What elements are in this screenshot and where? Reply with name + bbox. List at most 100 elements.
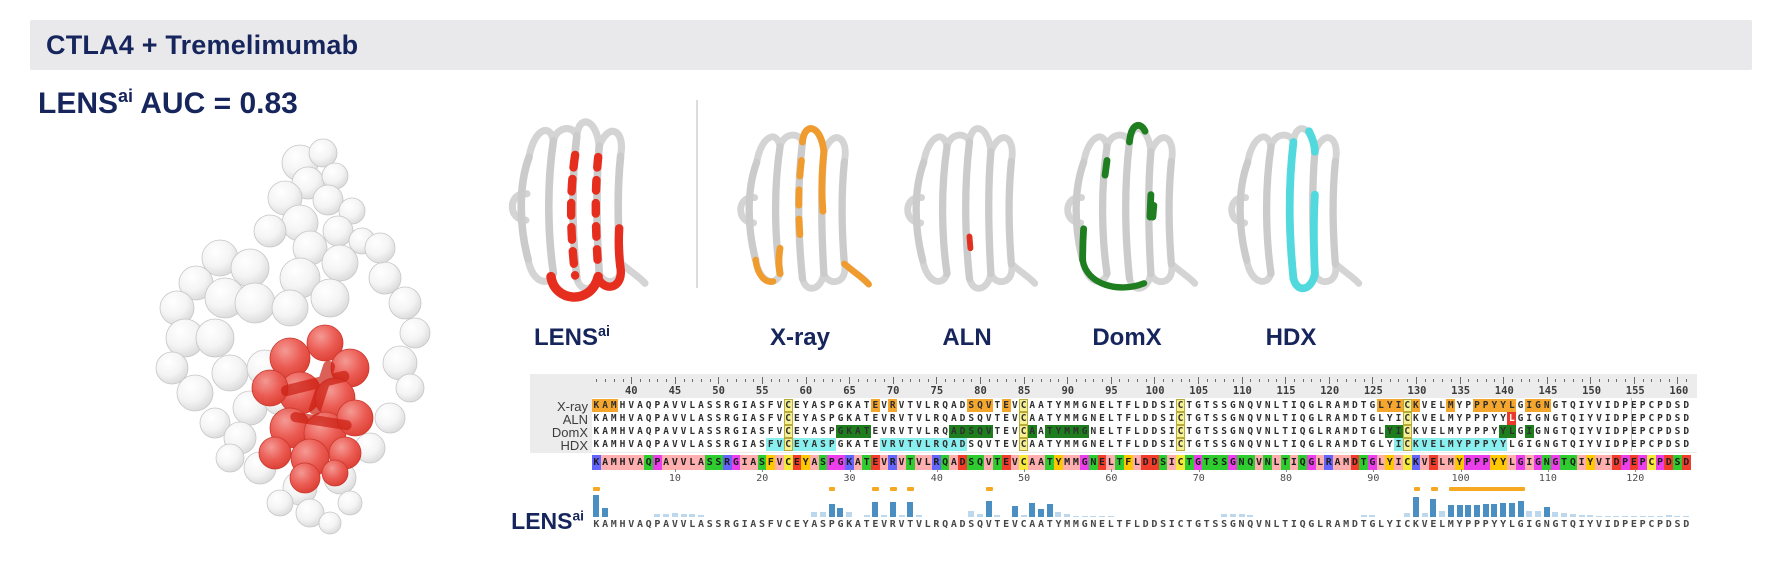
- residue-cell: D: [1142, 413, 1149, 424]
- tick-mark: [857, 379, 859, 382]
- residue-cell: L: [1317, 426, 1323, 437]
- residue-cell: P: [1465, 413, 1472, 424]
- residue-cell: C: [1402, 412, 1412, 425]
- tick-mark: [1197, 377, 1199, 384]
- residue-cell: Q: [1569, 413, 1576, 424]
- lensai-residue-cell: V: [671, 519, 678, 530]
- residue-cell: G: [837, 439, 844, 450]
- residue-cell: K: [846, 439, 853, 450]
- ruler-tick: [1534, 376, 1543, 385]
- label-domx: DomX: [1092, 324, 1162, 351]
- consensus-cell: Q: [644, 455, 654, 470]
- residue-cell: A: [698, 400, 704, 411]
- residue-cell: P: [654, 400, 661, 411]
- residue-cell: T: [863, 439, 870, 450]
- lensai-residue-cell: H: [619, 519, 626, 530]
- residue-cell: M: [1064, 413, 1071, 424]
- ruler-number: 75: [930, 385, 944, 397]
- residue-cell: D: [1613, 413, 1620, 424]
- tick-mark: [657, 379, 659, 382]
- lensai-residue-cell: M: [1072, 519, 1079, 530]
- residue-cell: M: [610, 426, 617, 437]
- residue-cell: G: [1308, 413, 1315, 424]
- residue-cell: L: [1439, 400, 1445, 411]
- consensus-cell: D: [958, 455, 967, 470]
- bar-cell: [1455, 492, 1464, 517]
- lensai-residue-cell: I: [1604, 519, 1611, 530]
- residue-cell: A: [1027, 425, 1037, 438]
- residue-cell: D: [1665, 400, 1672, 411]
- consensus-cell: G: [1367, 455, 1377, 470]
- bar-cell: [749, 492, 758, 517]
- residue-cell: V: [879, 438, 889, 451]
- residue-cell: H: [619, 426, 626, 437]
- residue-cell: T: [863, 413, 870, 424]
- residue-cell: H: [619, 400, 626, 411]
- residue-cell: T: [1282, 426, 1288, 437]
- residue-cell: S: [1674, 426, 1681, 437]
- residue-cell: A: [637, 439, 643, 450]
- residue-cell: V: [898, 413, 905, 424]
- residue-cell: C: [783, 399, 793, 412]
- lensai-residue-cell: Y: [1491, 519, 1498, 530]
- tick-mark: [1555, 379, 1557, 382]
- tick-mark: [605, 379, 607, 382]
- residue-cell: D: [959, 413, 966, 424]
- residue-cell: I: [1604, 426, 1611, 437]
- bar-cell: [1089, 492, 1098, 517]
- consensus-cell: P: [1620, 455, 1630, 470]
- lensai-residue-cell: R: [933, 519, 940, 530]
- residue-cell: Y: [1587, 413, 1594, 424]
- consensus-cell: P: [1655, 455, 1665, 470]
- bar-cell: [1403, 492, 1412, 517]
- tick-mark: [1433, 379, 1435, 382]
- residue-cell: F: [1125, 426, 1132, 437]
- residue-cell: G: [1369, 413, 1376, 424]
- residue-cell: I: [1526, 439, 1533, 450]
- tick-mark: [735, 379, 737, 382]
- residue-cell: P: [1481, 399, 1491, 412]
- lensai-residue-cell: V: [680, 519, 687, 530]
- residue-cell: I: [1394, 438, 1403, 451]
- residue-cell: S: [715, 413, 722, 424]
- ruler-number: 95: [1105, 385, 1118, 397]
- ruler-tick: [1290, 376, 1299, 385]
- residue-cell: P: [654, 426, 661, 437]
- residue-cell: S: [818, 438, 828, 451]
- bottom-ruler-number: 100: [1451, 473, 1470, 484]
- bar-cell: [1037, 492, 1046, 517]
- tick-mark: [1677, 377, 1679, 384]
- residue-cell: N: [1238, 426, 1245, 437]
- tick-mark: [1459, 377, 1461, 384]
- residue-cell: L: [924, 413, 931, 424]
- consensus-cell: I: [1524, 455, 1534, 470]
- ruler-tick: [1106, 376, 1115, 385]
- residue-cell: P: [1463, 438, 1473, 451]
- residue-cell: S: [706, 439, 713, 450]
- bar-cell: [1420, 492, 1429, 517]
- lensai-residue-cell: T: [1186, 519, 1193, 530]
- bar-cell: [993, 492, 1002, 517]
- residue-cell: V: [1011, 400, 1018, 411]
- bar-cell: [592, 492, 601, 517]
- bar-cell: [1638, 492, 1647, 517]
- ruler-tick: [1551, 376, 1560, 385]
- residue-cell: E: [1631, 400, 1637, 411]
- residue-cell: L: [1134, 439, 1140, 450]
- residue-cell: V: [1256, 426, 1262, 437]
- tick-mark: [648, 379, 650, 382]
- bottom-ruler-tick: [849, 469, 851, 472]
- consensus-cell: G: [1516, 455, 1525, 470]
- ruler-tick: [1237, 376, 1246, 385]
- consensus-cell: V: [626, 455, 636, 470]
- consensus-cell: L: [923, 455, 933, 470]
- lensai-residue-cell: S: [715, 519, 722, 530]
- residue-cell: Q: [1247, 413, 1254, 424]
- residue-cell: V: [671, 439, 678, 450]
- residue-cell: V: [1596, 426, 1602, 437]
- tick-mark: [1328, 377, 1330, 384]
- residue-cell: R: [889, 413, 896, 424]
- ruler-tick: [784, 376, 793, 385]
- residue-cell: P: [1639, 426, 1646, 437]
- residue-cell: L: [1437, 438, 1447, 451]
